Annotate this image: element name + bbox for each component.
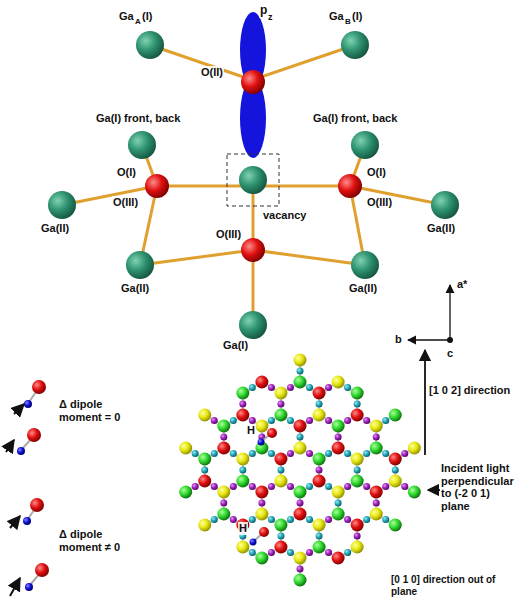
atom-label: (I) bbox=[141, 10, 153, 23]
atom-label: Ga bbox=[118, 10, 135, 23]
atom-label: a* bbox=[456, 278, 468, 291]
atom-label: z bbox=[267, 12, 274, 22]
atom-label: [1 0 2] direction bbox=[428, 384, 516, 397]
atom-label: Δ dipole moment ≠ 0 bbox=[58, 528, 140, 553]
atom-label: Ga(I) front, back bbox=[95, 112, 181, 125]
atom-label: b bbox=[394, 333, 403, 346]
axis-dot bbox=[447, 337, 453, 343]
vacancy-box bbox=[227, 154, 279, 206]
atom-label: H bbox=[246, 424, 256, 437]
atom-label: Ga(II) bbox=[426, 222, 456, 235]
atoms bbox=[48, 31, 459, 339]
atom-label: O(III) bbox=[366, 196, 393, 209]
atom-label: (I) bbox=[351, 10, 363, 23]
atom-label: Ga(II) bbox=[40, 222, 70, 235]
atom-label: O(II) bbox=[200, 66, 224, 79]
axis-arrows bbox=[408, 285, 450, 340]
hydroxyl-groups bbox=[250, 428, 278, 546]
atom-label: Ga bbox=[328, 10, 345, 23]
atom-label: vacancy bbox=[262, 209, 307, 222]
atom-label: Δ dipole moment = 0 bbox=[58, 398, 140, 423]
bond-lines bbox=[62, 45, 445, 325]
atom-label: Ga(II) bbox=[348, 282, 378, 295]
direction-arrows bbox=[425, 350, 440, 490]
atom-label: O(III) bbox=[215, 228, 242, 241]
atom-label: Ga(II) bbox=[120, 282, 150, 295]
dipole-figures bbox=[6, 380, 49, 596]
atom-label: Incident light perpendicular to (-2 0 1)… bbox=[440, 462, 516, 513]
atom-label: Ga(I) bbox=[222, 339, 249, 352]
atom-label: c bbox=[446, 347, 454, 360]
lattice-network bbox=[179, 354, 421, 587]
atom-label: [0 1 0] direction out of plane bbox=[390, 574, 516, 597]
atom-label: H bbox=[238, 522, 248, 535]
atom-label: Ga(I) front, back bbox=[312, 112, 398, 125]
atom-label: O(I) bbox=[366, 166, 387, 179]
atom-label: O(I) bbox=[116, 166, 137, 179]
atom-label: O(III) bbox=[112, 196, 139, 209]
